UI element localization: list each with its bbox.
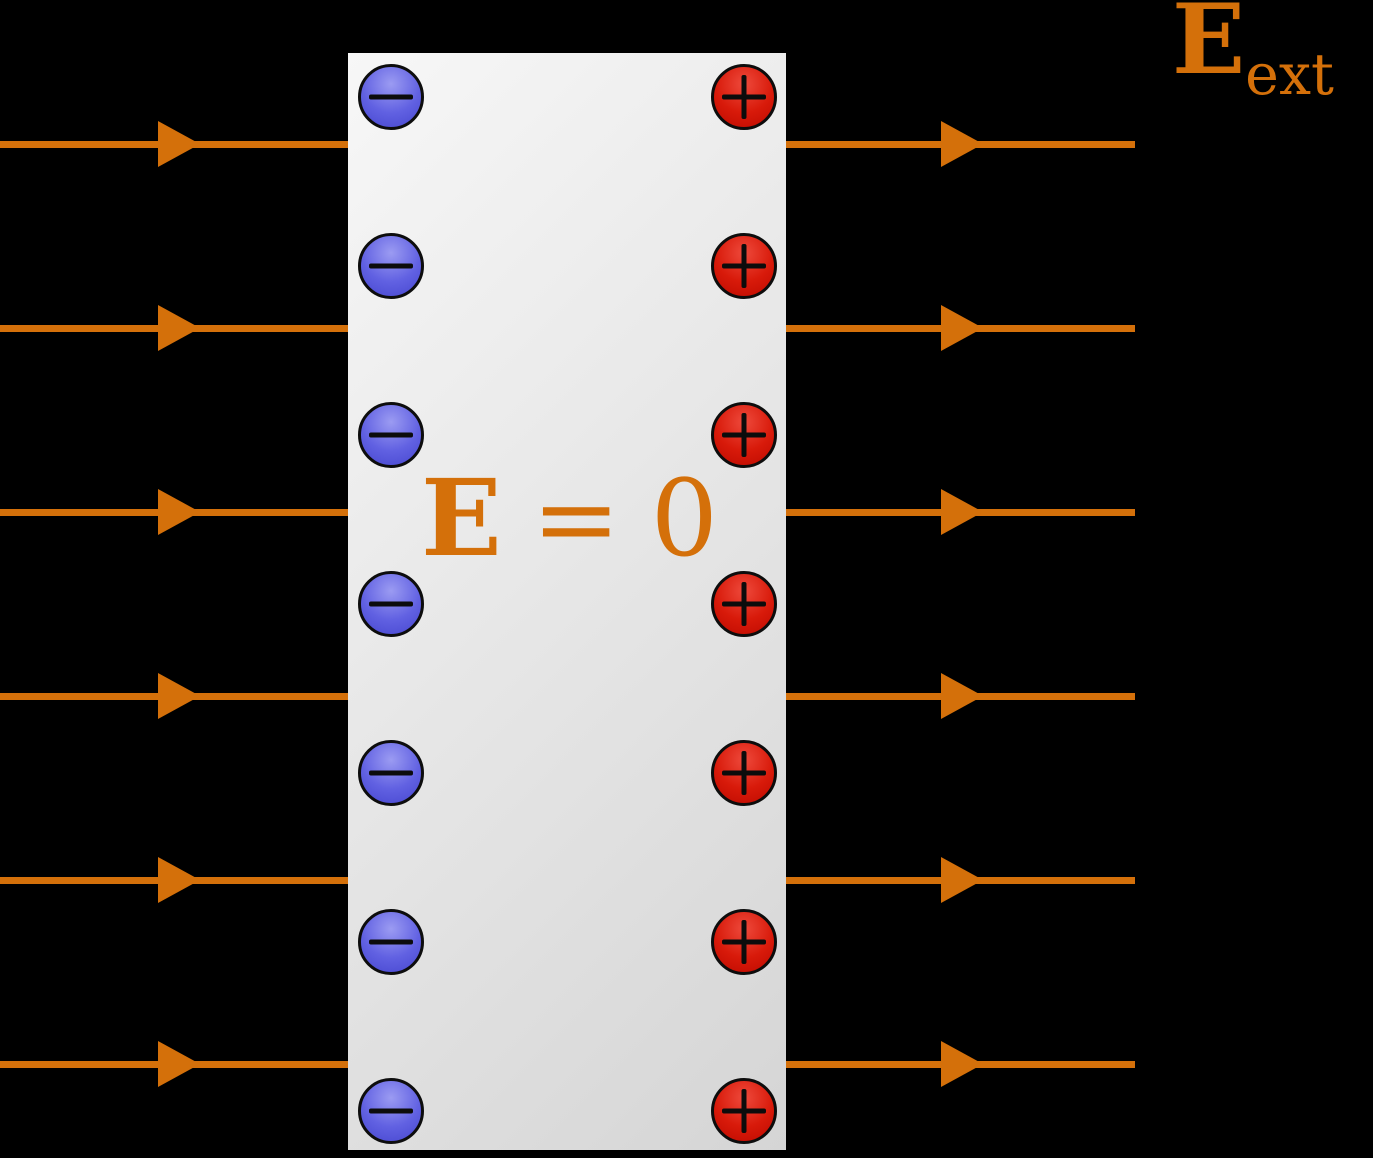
negative-charge bbox=[358, 64, 424, 130]
field-line-right-arrow-icon bbox=[941, 857, 983, 903]
negative-charge bbox=[358, 571, 424, 637]
minus-sign-icon bbox=[369, 432, 413, 438]
positive-charge bbox=[711, 233, 777, 299]
field-line-left-arrow-icon bbox=[158, 489, 200, 535]
positive-charge bbox=[711, 402, 777, 468]
minus-sign-icon bbox=[369, 1108, 413, 1114]
minus-sign-icon bbox=[369, 770, 413, 776]
internal-field-value: 0 bbox=[650, 457, 719, 580]
internal-field-symbol: E bbox=[421, 455, 502, 580]
external-field-label: Eext bbox=[1172, 0, 1334, 108]
minus-sign-icon bbox=[369, 601, 413, 607]
plus-sign-vertical-icon bbox=[741, 1089, 747, 1133]
field-line-left-arrow-icon bbox=[158, 305, 200, 351]
field-line-left-arrow-icon bbox=[158, 1041, 200, 1087]
positive-charge bbox=[711, 64, 777, 130]
minus-sign-icon bbox=[369, 94, 413, 100]
minus-sign-icon bbox=[369, 939, 413, 945]
negative-charge bbox=[358, 740, 424, 806]
plus-sign-vertical-icon bbox=[741, 751, 747, 795]
negative-charge bbox=[358, 233, 424, 299]
negative-charge bbox=[358, 1078, 424, 1144]
field-line-right-arrow-icon bbox=[941, 121, 983, 167]
positive-charge bbox=[711, 571, 777, 637]
plus-sign-vertical-icon bbox=[741, 413, 747, 457]
negative-charge bbox=[358, 909, 424, 975]
minus-sign-icon bbox=[369, 263, 413, 269]
external-field-symbol: E bbox=[1172, 0, 1246, 96]
internal-field-label: E=0 bbox=[421, 465, 718, 572]
plus-sign-vertical-icon bbox=[741, 582, 747, 626]
external-field-subscript: ext bbox=[1245, 42, 1334, 108]
positive-charge bbox=[711, 1078, 777, 1144]
field-line-right-arrow-icon bbox=[941, 305, 983, 351]
plus-sign-vertical-icon bbox=[741, 75, 747, 119]
field-line-right-arrow-icon bbox=[941, 1041, 983, 1087]
plus-sign-vertical-icon bbox=[741, 920, 747, 964]
field-line-left-arrow-icon bbox=[158, 857, 200, 903]
internal-field-equals: = bbox=[531, 457, 621, 580]
negative-charge bbox=[358, 402, 424, 468]
field-line-left-arrow-icon bbox=[158, 673, 200, 719]
field-line-right-arrow-icon bbox=[941, 489, 983, 535]
field-line-left-arrow-icon bbox=[158, 121, 200, 167]
plus-sign-vertical-icon bbox=[741, 244, 747, 288]
positive-charge bbox=[711, 740, 777, 806]
positive-charge bbox=[711, 909, 777, 975]
field-line-right-arrow-icon bbox=[941, 673, 983, 719]
